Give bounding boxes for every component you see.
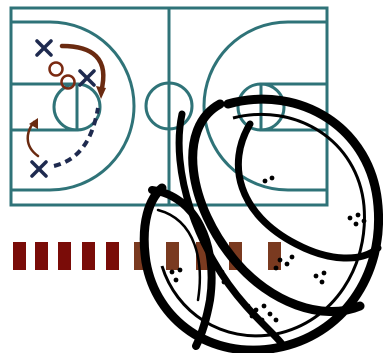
circle-mark-icon — [60, 74, 76, 90]
x-mark-icon — [78, 69, 96, 87]
right-three-point-arc — [202, 20, 327, 192]
right-key — [259, 82, 329, 132]
left-free-throw-circle — [52, 82, 102, 132]
arrowhead — [29, 118, 38, 129]
movement-arrow — [59, 43, 106, 95]
ball-texture-dots — [169, 175, 367, 323]
ball-seam — [156, 208, 202, 302]
circle-mark-icon — [48, 61, 64, 77]
ball-seam — [175, 110, 286, 348]
stripe — [106, 242, 119, 270]
basketball-court-diagram — [9, 6, 329, 207]
stripe — [268, 242, 281, 270]
left-key — [9, 82, 79, 132]
stripe — [58, 242, 71, 270]
ball-outline-inner — [160, 112, 366, 338]
stripe — [13, 242, 26, 270]
x-mark-icon — [30, 160, 48, 178]
ball-outline — [139, 94, 383, 353]
ball-seam — [148, 186, 216, 350]
basketball-illustration — [139, 94, 383, 353]
x-mark-icon — [35, 39, 53, 57]
stripe — [35, 242, 48, 270]
stripe — [82, 242, 95, 270]
center-circle — [144, 81, 194, 131]
stripe — [166, 242, 179, 270]
right-free-throw-circle — [236, 82, 286, 132]
ball-seam — [234, 120, 382, 262]
play-diagram — [26, 39, 106, 178]
left-three-point-arc — [11, 20, 136, 192]
ball-seam — [188, 99, 365, 317]
arrowhead — [96, 86, 106, 99]
